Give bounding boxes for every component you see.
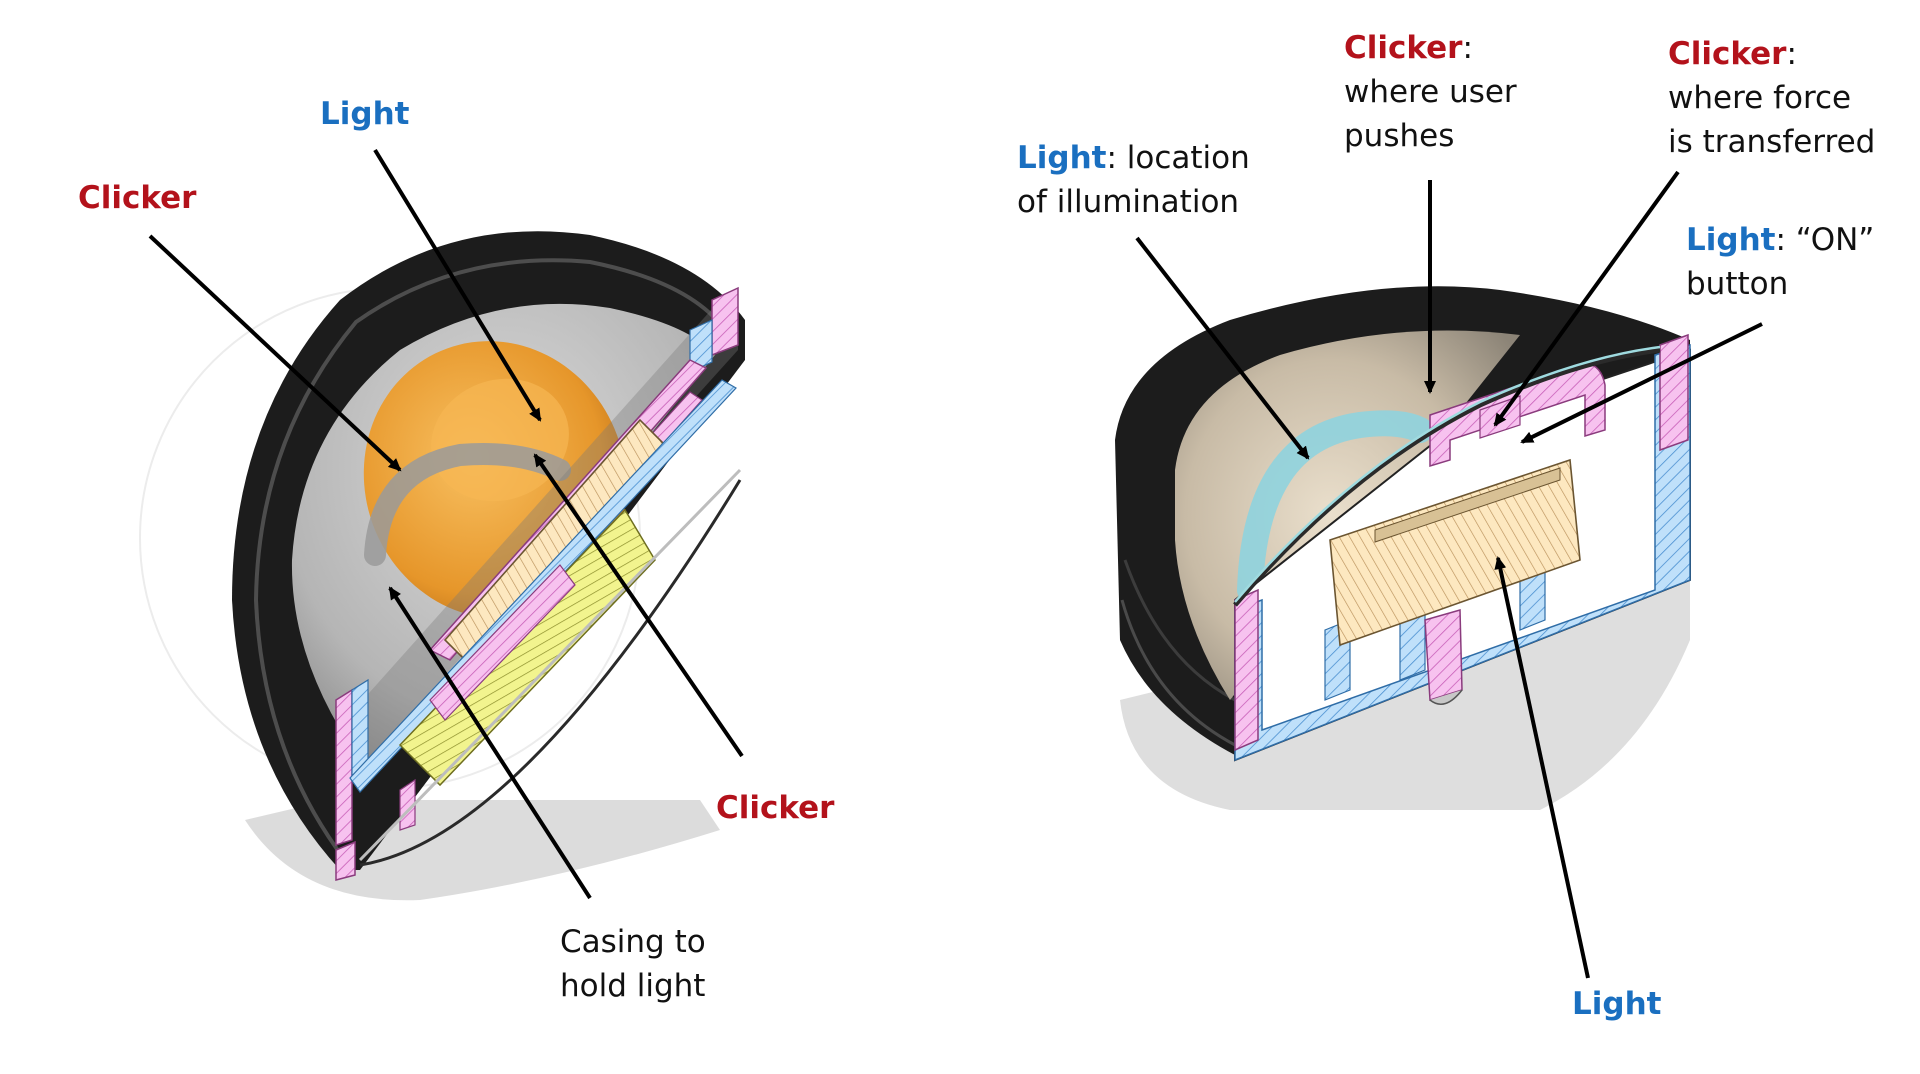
label-light-top-head: Light [320, 96, 410, 132]
label-clicker-push-head: Clicker [1344, 30, 1463, 66]
label-clicker-left: Clicker [78, 176, 196, 220]
right-screw [1424, 609, 1463, 702]
right-light-body [1329, 458, 1581, 647]
arrow-light-top [373, 148, 542, 422]
label-clicker-push-rest2: where user [1344, 74, 1517, 110]
label-clicker-force: Clicker: where force is transferred [1668, 32, 1875, 164]
label-clicker-left-head: Clicker [78, 180, 197, 216]
arrow-light-bottom [1494, 556, 1590, 979]
left-cutaway-illustration [139, 231, 745, 901]
label-light-on-button: Light: “ON” button [1686, 218, 1874, 306]
label-casing-line1: Casing to [560, 924, 706, 960]
right-cutaway-illustration [1115, 286, 1691, 810]
left-clicker-tube [364, 443, 571, 566]
label-clicker-push: Clicker: where user pushes [1344, 26, 1517, 158]
label-light-illumination-rest1: : location [1106, 140, 1250, 176]
label-clicker-force-head: Clicker [1668, 36, 1787, 72]
arrow-light-illumination [1135, 236, 1310, 460]
label-light-top: Light [320, 92, 409, 136]
label-clicker-force-rest2: where force [1668, 80, 1852, 116]
arrow-clicker-force [1493, 170, 1680, 427]
arrow-clicker-right [533, 453, 744, 758]
label-casing: Casing to hold light [560, 920, 706, 1008]
label-clicker-force-rest1: : [1786, 36, 1797, 72]
label-light-illumination-head: Light [1017, 140, 1107, 176]
label-light-on-button-rest2: button [1686, 266, 1789, 302]
label-clicker-push-rest1: : [1462, 30, 1473, 66]
arrow-light-on-button [1520, 322, 1763, 444]
label-light-on-button-head: Light [1686, 222, 1776, 258]
right-light-guide [1237, 410, 1433, 603]
label-light-bottom: Light [1572, 982, 1661, 1026]
label-clicker-right-head: Clicker [716, 790, 835, 826]
label-clicker-right: Clicker [716, 786, 834, 830]
label-clicker-force-rest3: is transferred [1668, 124, 1876, 160]
arrow-casing [388, 586, 592, 900]
label-light-bottom-head: Light [1572, 986, 1662, 1022]
label-light-illumination-rest2: of illumination [1017, 184, 1240, 220]
label-clicker-push-rest3: pushes [1344, 118, 1455, 154]
annotation-arrows [148, 148, 1763, 979]
label-light-illumination: Light: location of illumination [1017, 136, 1250, 224]
label-light-on-button-rest1: : “ON” [1775, 222, 1875, 258]
label-casing-line2: hold light [560, 968, 706, 1004]
arrow-clicker-left [148, 234, 402, 472]
